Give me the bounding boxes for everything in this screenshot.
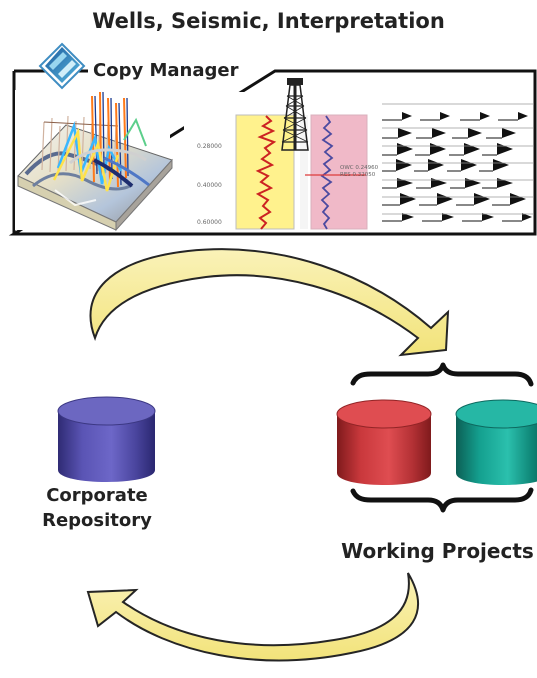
diagram-title: Wells, Seismic, Interpretation <box>92 9 445 33</box>
svg-text:OWC 0.24960: OWC 0.24960 <box>340 165 379 171</box>
svg-text:0.60000: 0.60000 <box>197 219 222 226</box>
upper-flow-arrow <box>89 248 450 357</box>
working-projects-label: Working Projects <box>341 539 534 563</box>
project-teal-database-icon <box>455 399 537 485</box>
working-projects-braces <box>350 362 534 513</box>
oil-derrick-icon <box>281 78 309 151</box>
corporate-repository-label-line-1: Corporate <box>46 485 148 506</box>
lower-flow-arrow <box>86 572 419 662</box>
project-red-database-icon <box>336 399 432 485</box>
corporate-repository-label-line-2: Repository <box>42 510 152 531</box>
copy-manager-icon <box>38 42 86 90</box>
svg-text:0.28000: 0.28000 <box>197 143 222 150</box>
svg-text:0.40000: 0.40000 <box>197 182 222 189</box>
corporate-repository-icon <box>57 396 156 482</box>
panel-well-log: 0.28000 0.40000 0.60000 OWC 0.24960 RES … <box>184 78 379 230</box>
svg-text:RES 0.32050: RES 0.32050 <box>340 172 376 178</box>
panel-seismic-arrows <box>378 92 533 229</box>
panel-3d-seismic <box>15 90 173 232</box>
copy-manager-label: Copy Manager <box>93 60 239 81</box>
